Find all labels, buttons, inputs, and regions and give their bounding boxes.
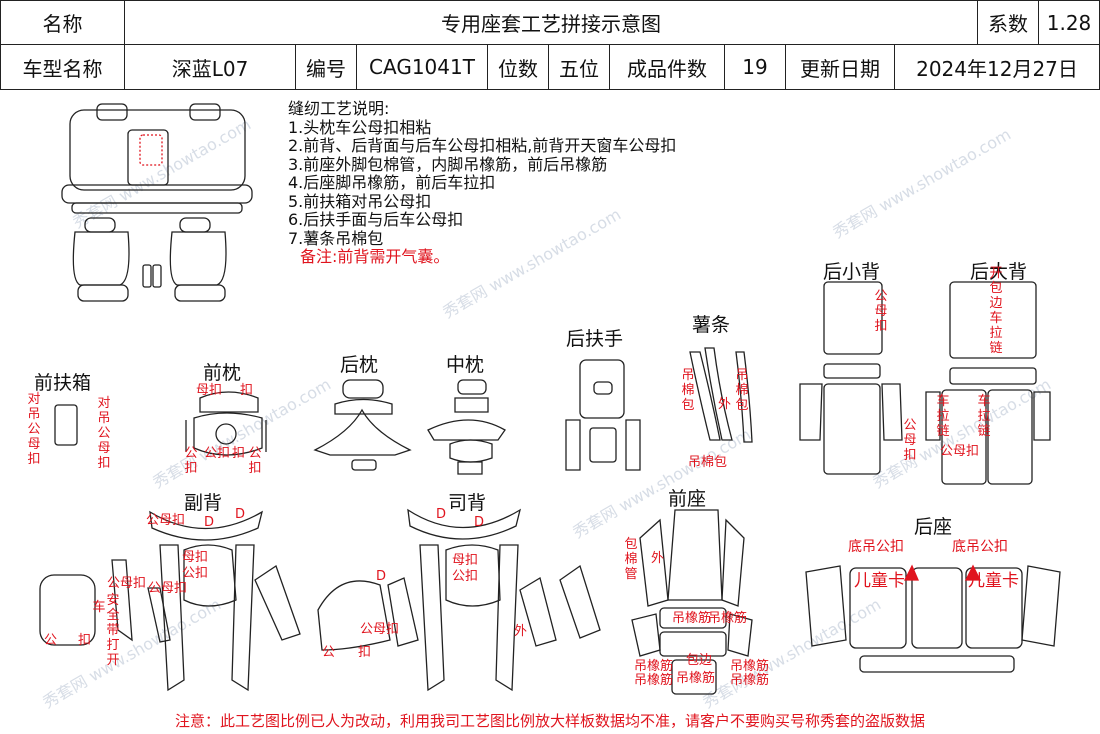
footer-notice: 注意：此工艺图比例已人为改动，利用我司工艺图比例放大样板数据均不准，请客户不要购…	[174, 712, 925, 730]
front-armrest-shape	[54, 404, 78, 446]
annotation-mu-kou-driver: 母扣	[452, 553, 479, 568]
annotation-dui-diao-right: 对吊公母扣	[97, 396, 111, 471]
annotation-mu-kou-co: 母扣	[182, 550, 209, 565]
front-seat-shape	[631, 509, 753, 695]
rear-armrest-shape	[565, 359, 641, 471]
annotation-che-la-lian-left: 车拉链	[936, 394, 950, 439]
annotation-diao-xiang-jin-5: 吊橡筋	[676, 671, 716, 686]
mid-pillow-shape	[427, 379, 506, 475]
annotation-diao-mian-bao-bottom: 吊棉包	[688, 455, 728, 470]
annotation-gong-kou-center: 公扣	[204, 446, 231, 461]
rear-big-back-shape	[925, 281, 1051, 485]
co-back-shape	[39, 510, 301, 692]
part-label-rear-small-back: 后小背	[823, 261, 881, 283]
annotation-diao-xiang-jin-2: 吊橡筋	[708, 611, 748, 626]
annotation-diao-xiang-jin-3: 吊橡筋	[634, 659, 674, 674]
part-label-front-pillow: 前枕	[203, 362, 242, 384]
annotation-gong-mu-kou-driver: 公母扣	[360, 622, 400, 637]
header-table: 名称 专用座套工艺拼接示意图 系数 1.28 车型名称 深蓝L07 编号 CAG…	[0, 0, 1100, 90]
annotation-wai-fries: 外	[718, 397, 732, 412]
annotation-d-driver-2: D	[474, 515, 485, 530]
annotation-kou: 扣	[240, 383, 254, 398]
notes-title: 缝纫工艺说明:	[288, 99, 390, 118]
date-value: 2024年12月27日	[894, 44, 1100, 90]
notes-item: 1.头枕车公母扣相粘	[288, 117, 432, 137]
notes-item: 3.前座外脚包棉管，内脚吊橡筋，前后吊橡筋	[288, 154, 608, 174]
seat-overview-rear	[61, 103, 253, 214]
pieces-label: 成品件数	[609, 44, 725, 90]
seat-overview-front	[72, 217, 227, 302]
code-value: CAG1041T	[356, 44, 488, 90]
part-label-rear-big-back: 后大背	[970, 261, 1028, 283]
annotation-diao-mian-bao-right: 吊棉包	[735, 368, 749, 413]
rear-pillow-shape	[313, 379, 412, 471]
annotation-che-la-lian-right: 车拉链	[977, 394, 991, 439]
notes-item: 7.薯条吊棉包	[288, 228, 384, 248]
annotation-d-co: D	[204, 515, 215, 530]
annotation-kai-bao-bian: 开包边车拉链	[989, 266, 1003, 356]
annotation-d-driver: D	[436, 507, 447, 522]
annotation-gong-mu-kou-co-left: 公母扣	[107, 576, 147, 591]
part-label-mid-pillow: 中枕	[446, 354, 485, 376]
annotation-gong-driver-bottom: 公	[322, 645, 336, 660]
model-value: 深蓝L07	[124, 44, 296, 90]
annotation-gong-left: 公扣	[184, 446, 198, 476]
coef-label: 系数	[977, 0, 1039, 45]
annotation-wai-driver: 外	[514, 624, 528, 639]
front-pillow-shape	[185, 391, 267, 456]
notes-item: 5.前扶箱对吊公母扣	[288, 191, 432, 211]
driver-back-shape	[317, 508, 601, 692]
annotation-diao-xiang-jin-7: 吊橡筋	[730, 673, 770, 688]
annotation-er-tong-ka-left: 儿童卡	[854, 571, 905, 591]
date-label: 更新日期	[785, 44, 895, 90]
annotation-dui-diao-left: 对吊公母扣	[27, 392, 41, 467]
annotation-gong-mu-kou-small-back: 公母扣	[874, 289, 888, 334]
rear-seat-shape	[805, 564, 1061, 673]
annotation-bao-bian: 包边	[686, 653, 713, 668]
part-label-rear-armrest: 后扶手	[566, 328, 624, 350]
annotation-gong-right: 公扣	[248, 446, 262, 476]
annotation-gong-mu-kou-small-back-lower: 公母扣	[903, 418, 917, 463]
part-label-rear-seat: 后座	[914, 516, 953, 538]
annotation-diao-xiang-jin-4: 吊橡筋	[730, 659, 770, 674]
annotation-gong-kou-driver: 公扣	[452, 569, 479, 584]
notes-remark: 备注:前背需开气囊。	[300, 247, 450, 266]
annotation-kou-co-bottom: 扣	[78, 633, 92, 648]
annotation-diao-xiang-jin-6: 吊橡筋	[634, 673, 674, 688]
part-label-co-back: 副背	[184, 492, 223, 514]
annotation-an-quan-dai: 安全带打开	[106, 593, 120, 668]
annotation-di-diao-gong-kou-left: 底吊公扣	[848, 539, 904, 555]
part-label-front-armrest: 前扶箱	[34, 372, 92, 394]
notes-item: 4.后座脚吊橡筋，前后车拉扣	[288, 173, 496, 192]
part-label-front-seat: 前座	[668, 488, 707, 510]
sewing-notes: 缝纫工艺说明: 1.头枕车公母扣相粘 2.前背、后背面与后车公母扣相粘,前背开天…	[288, 99, 677, 267]
annotation-er-tong-ka-right: 儿童卡	[968, 571, 1019, 591]
annotation-diao-mian-bao-left: 吊棉包	[681, 368, 695, 413]
annotation-kou-mid: 扣	[232, 446, 246, 461]
annotation-di-diao-gong-kou-right: 底吊公扣	[952, 539, 1008, 555]
seats-label: 位数	[487, 44, 549, 90]
annotation-che-co: 车	[92, 600, 106, 615]
fries-shape	[689, 347, 753, 443]
rear-small-back-shape	[799, 281, 903, 475]
annotation-gong-kou-co: 公扣	[182, 566, 209, 581]
part-label-rear-pillow: 后枕	[340, 354, 379, 376]
part-label-driver-back: 司背	[448, 492, 487, 514]
annotation-gong-mu-kou-big-back: 公母扣	[940, 444, 980, 459]
annotation-kou-driver-bottom: 扣	[358, 645, 372, 660]
notes-item: 2.前背、后背面与后车公母扣相粘,前背开天窗车公母扣	[288, 136, 677, 155]
model-label: 车型名称	[0, 44, 125, 90]
annotation-gong-mu-kou-co-top: 公母扣	[146, 513, 186, 528]
annotation-gong-kou-co-bottom: 公	[44, 633, 58, 648]
annotation-diao-xiang-jin-1: 吊橡筋	[672, 611, 712, 626]
annotation-d-co-2: D	[235, 507, 246, 522]
part-label-fries: 薯条	[692, 314, 731, 336]
annotation-mu-kou: 母扣	[196, 383, 223, 398]
annotation-wai-front-seat: 外	[651, 551, 665, 566]
notes-item: 6.后扶手面与后车公母扣	[288, 210, 464, 229]
annotation-gong-mu-kou-co-mid: 公母扣	[148, 581, 188, 596]
annotation-d-driver-3: D	[376, 569, 387, 584]
annotation-bao-mian-guan: 包棉管	[624, 537, 638, 582]
